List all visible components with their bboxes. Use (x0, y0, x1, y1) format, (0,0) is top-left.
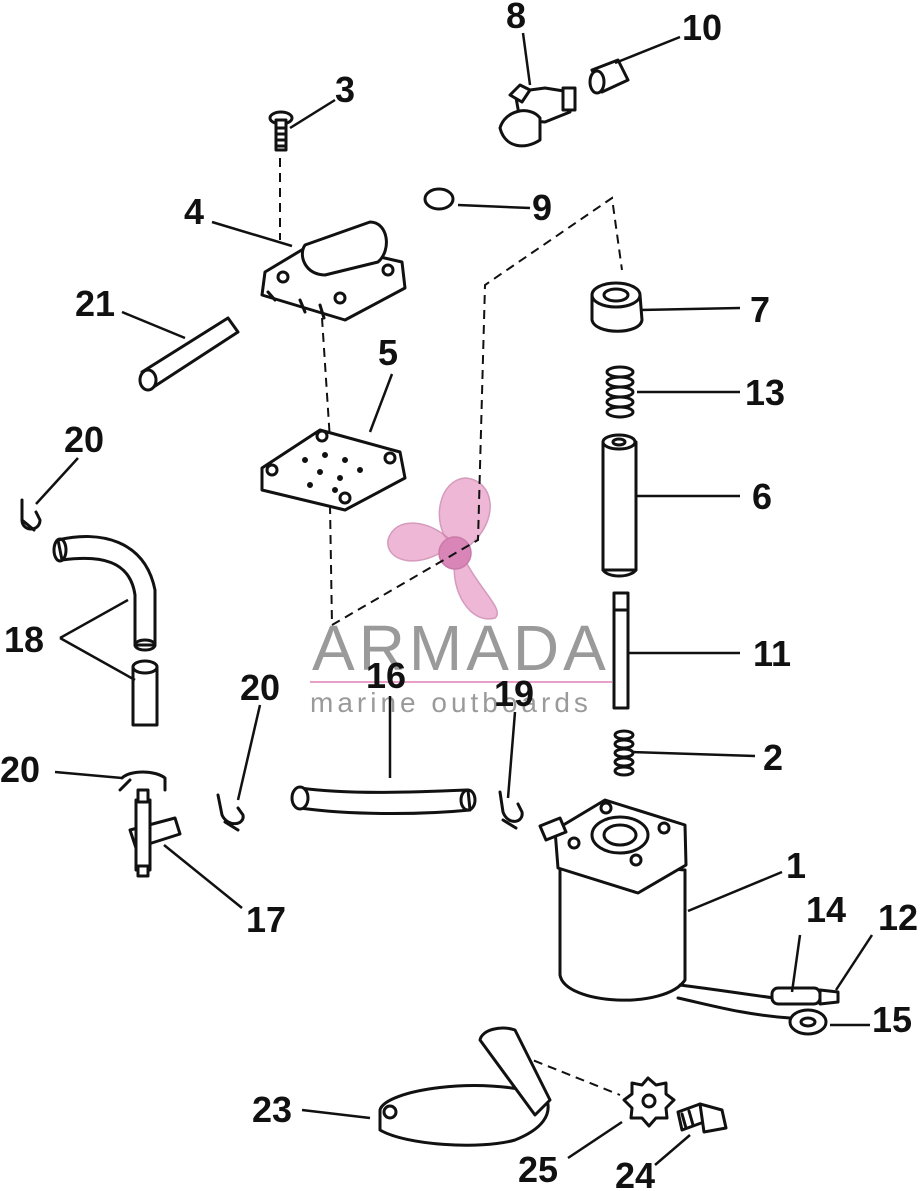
watermark-brand: ARMADA (312, 612, 610, 684)
part-wire-leads (676, 983, 840, 1036)
callout-13: 13 (745, 372, 785, 413)
part-valve-fitting (498, 83, 577, 148)
part-pump-body (538, 798, 688, 1002)
callout-2: 2 (763, 737, 783, 778)
assembly-guide-lines (279, 158, 623, 1096)
callout-5: 5 (378, 332, 398, 373)
part-hose-clip-upper (20, 498, 42, 532)
callout-14: 14 (806, 889, 846, 930)
callout-19: 19 (494, 673, 534, 714)
part-small-spring (613, 729, 635, 777)
callout-11: 11 (753, 633, 791, 674)
callout-12: 12 (878, 897, 918, 938)
callout-1: 1 (786, 845, 806, 886)
callout-6: 6 (752, 476, 772, 517)
callout-10: 10 (682, 7, 722, 48)
part-short-hose (138, 316, 240, 392)
propeller-logo-icon (387, 477, 498, 620)
part-sleeve (588, 58, 630, 95)
callout-18: 18 (4, 619, 44, 660)
callout-8: 8 (506, 0, 526, 36)
callout-15: 15 (872, 999, 912, 1040)
part-long-hose (290, 785, 477, 816)
watermark: ARMADA marine outboards (310, 477, 612, 718)
callout-20-lower: 20 (0, 749, 40, 790)
part-hose-clip-lower (118, 770, 167, 792)
callout-20-middle: 20 (240, 667, 280, 708)
callout-16: 16 (366, 655, 406, 696)
part-hose-clip-middle (216, 793, 245, 832)
callout-17: 17 (246, 899, 286, 940)
part-plunger-tube (601, 433, 638, 578)
part-spring (605, 365, 635, 419)
part-clamp-bracket (378, 1026, 552, 1147)
callout-3: 3 (335, 69, 355, 110)
part-star-washer (622, 1076, 676, 1128)
part-bolt (676, 1102, 728, 1134)
callout-7: 7 (750, 289, 770, 330)
part-o-ring (423, 187, 455, 211)
callout-9: 9 (532, 187, 552, 228)
watermark-tagline: marine outboards (310, 687, 592, 718)
part-pump-cover (260, 220, 407, 322)
part-screw (268, 110, 294, 152)
callout-25: 25 (518, 1149, 558, 1190)
callout-23: 23 (252, 1089, 292, 1130)
part-cap-nut (590, 281, 644, 333)
leader-lines (35, 32, 874, 1166)
part-hose-clip-19 (498, 790, 524, 830)
part-tee-fitting (128, 788, 182, 878)
callout-21: 21 (75, 283, 115, 324)
callout-24: 24 (615, 1155, 655, 1191)
callout-20-upper: 20 (64, 419, 104, 460)
part-diaphragm (260, 428, 407, 512)
callout-4: 4 (184, 191, 204, 232)
part-bent-hose (52, 535, 159, 727)
part-rod (612, 591, 630, 710)
